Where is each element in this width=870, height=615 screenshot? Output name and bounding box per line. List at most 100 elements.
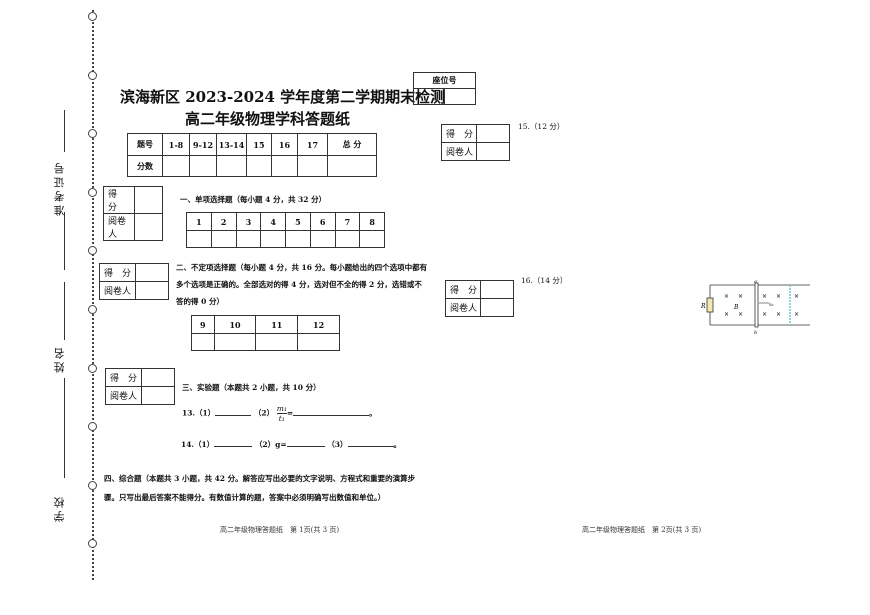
score-input[interactable]: [140, 368, 176, 387]
q14-part3-label: （3）: [327, 440, 348, 449]
exam-id-label: 准考证号: [53, 160, 66, 216]
answer-cell[interactable]: [186, 230, 212, 248]
seat-cell[interactable]: [444, 88, 476, 105]
score-label: 得 分: [440, 124, 478, 143]
score-cell[interactable]: [162, 155, 190, 177]
seat-cell[interactable]: [413, 88, 445, 105]
question-number: 2: [210, 212, 237, 231]
question-number: 6: [309, 212, 336, 231]
rod-ab: [754, 282, 759, 328]
score-cell[interactable]: [327, 155, 377, 177]
q13-answer-1[interactable]: [215, 407, 252, 416]
header-cell: 17: [297, 133, 328, 156]
grader-box: 得 分阅卷人: [103, 186, 164, 241]
q15-label: 15.（12 分）: [518, 122, 565, 131]
q14-answer-2[interactable]: [286, 438, 325, 447]
field-cross-icon: ×: [794, 311, 799, 318]
q14-line: 14.（1） （2）g= （3）。: [181, 436, 401, 453]
question-number: 4: [260, 212, 286, 231]
score-label: 得 分: [105, 368, 142, 387]
header-cell: 题号: [127, 133, 163, 156]
q16-label: 16.（14 分）: [521, 276, 568, 285]
header-cell: 9-12: [189, 133, 217, 156]
reviewer-input[interactable]: [140, 386, 176, 405]
name-line: [64, 282, 65, 340]
answer-cell[interactable]: [260, 230, 286, 248]
question-number: 12: [297, 315, 340, 334]
reviewer-label: 阅卷人: [440, 142, 478, 161]
header-cell: 15: [246, 133, 272, 156]
question-number: 10: [213, 315, 257, 334]
resistor-icon: [706, 297, 714, 313]
header-cell: 1-8: [162, 133, 190, 156]
field-label: B: [733, 304, 739, 311]
answer-cell[interactable]: [210, 230, 237, 248]
binding-hole-icon: [88, 246, 97, 256]
exam-id-line: [64, 110, 65, 152]
answer-cell[interactable]: [359, 230, 385, 248]
answer-cell[interactable]: [309, 230, 336, 248]
footer-page2: 高二年级物理答题纸 第 2页(共 3 页): [582, 526, 702, 534]
score-cell[interactable]: [216, 155, 247, 177]
reviewer-input[interactable]: [134, 281, 170, 300]
circuit-diagram: R a b B v₀ ××××××××××: [700, 279, 810, 336]
binding-line: [92, 10, 94, 580]
score-cell[interactable]: [189, 155, 217, 177]
answer-cell[interactable]: [297, 333, 340, 351]
section4-heading: 四、综合题（本题共 3 小题，共 42 分。解答应写出必要的文字说明、方程式和重…: [104, 474, 416, 502]
binding-hole-icon: [88, 305, 97, 314]
binding-hole-icon: [88, 12, 97, 21]
school-label: 学校: [53, 494, 66, 522]
field-cross-icon: ×: [794, 293, 799, 300]
score-cell[interactable]: [246, 155, 272, 177]
score-label: 得 分: [103, 186, 135, 214]
answer-cell[interactable]: [285, 230, 311, 248]
q13-answer-2[interactable]: [293, 407, 370, 416]
binding-hole-icon: [88, 422, 97, 432]
reviewer-label: 阅卷人: [103, 213, 135, 241]
field-cross-icon: ×: [762, 293, 767, 300]
question-number: 9: [191, 315, 215, 334]
reviewer-input[interactable]: [133, 213, 164, 241]
q14-answer-1[interactable]: [214, 438, 253, 447]
binding-hole-icon: [88, 70, 97, 80]
score-input[interactable]: [133, 186, 164, 214]
label-a: a: [754, 279, 757, 285]
label-b: b: [754, 330, 757, 336]
score-cell[interactable]: [271, 155, 298, 177]
score-table: 题号 1-8 9-12 13-14 15 16 17 总 分 分数: [127, 133, 377, 177]
score-label: 得 分: [99, 263, 136, 282]
score-cell[interactable]: [297, 155, 328, 177]
exam-id-line-2: [64, 212, 65, 270]
score-input[interactable]: [480, 280, 514, 299]
q14-answer-3[interactable]: [347, 438, 394, 447]
reviewer-input[interactable]: [480, 298, 514, 317]
answer-cell[interactable]: [334, 230, 361, 248]
grader-box: 得 分阅卷人: [444, 280, 514, 317]
equals-sign: =: [286, 408, 294, 418]
seat-number-box: 座位号: [413, 72, 476, 105]
score-input[interactable]: [134, 263, 170, 282]
question-number: 5: [285, 212, 311, 231]
field-cross-icon: ×: [724, 311, 729, 318]
q13-label: 13.（1）: [182, 408, 216, 418]
seat-label: 座位号: [413, 72, 476, 89]
answer-cell[interactable]: [235, 230, 262, 248]
binding-hole-icon: [88, 539, 97, 549]
question-number: 7: [334, 212, 361, 231]
page-title: 滨海新区 2023-2024 学年度第二学期期末检测: [120, 88, 446, 106]
answer-cell[interactable]: [255, 333, 299, 351]
row-label: 分数: [127, 155, 163, 177]
binding-hole-icon: [88, 480, 97, 490]
reviewer-input[interactable]: [476, 142, 510, 161]
field-cross-icon: ×: [776, 293, 781, 300]
answer-cell[interactable]: [191, 333, 215, 351]
score-input[interactable]: [476, 124, 510, 143]
answer-cell[interactable]: [213, 333, 257, 351]
q14-end: 。: [393, 440, 402, 449]
grader-box: 得 分阅卷人: [105, 368, 176, 405]
